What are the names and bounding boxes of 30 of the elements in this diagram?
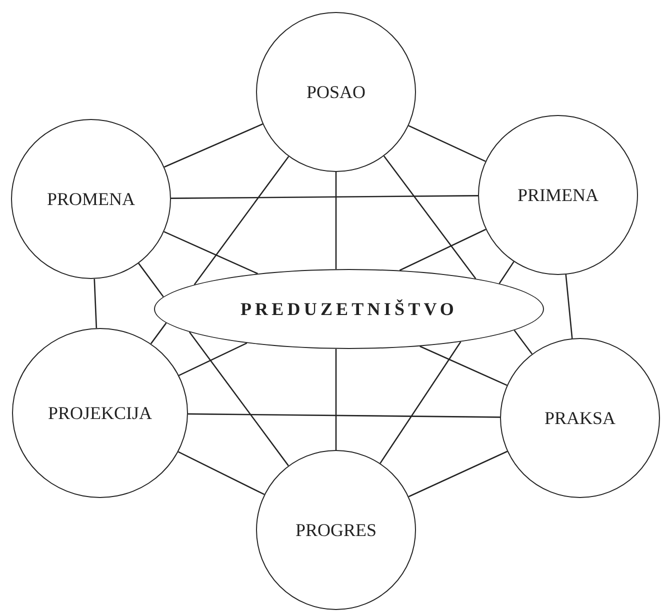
connector-line	[514, 330, 533, 354]
connector-line	[420, 346, 508, 386]
node-label: PRIMENA	[517, 184, 598, 206]
connector-line	[138, 262, 164, 298]
connector-line	[194, 156, 290, 286]
connector-line	[565, 274, 573, 338]
node-label: PROGRES	[295, 518, 377, 542]
connector-line	[380, 341, 462, 464]
node-label: PRAKSA	[544, 406, 616, 430]
connector-line	[498, 261, 514, 284]
connector-line	[335, 348, 337, 450]
connector-line	[399, 228, 486, 271]
connector-line	[335, 172, 337, 270]
connector-line	[164, 231, 258, 274]
connector-line	[178, 342, 248, 376]
node-label: PROJEKCIJA	[48, 402, 152, 424]
connector-line	[408, 125, 486, 162]
node-label: PROMENA	[46, 188, 135, 210]
connector-line	[164, 123, 263, 168]
connector-line	[188, 332, 289, 466]
connector-line	[94, 278, 98, 328]
connector-line	[178, 451, 265, 496]
central-ellipse	[154, 269, 544, 349]
connector-line	[188, 413, 500, 418]
node-label: POSAO	[306, 80, 366, 104]
connector-line	[170, 195, 478, 199]
connector-line	[383, 156, 476, 279]
node-label: PREDUZETNIŠTVO	[240, 298, 458, 320]
connector-line	[408, 450, 508, 498]
connector-line	[150, 322, 167, 344]
